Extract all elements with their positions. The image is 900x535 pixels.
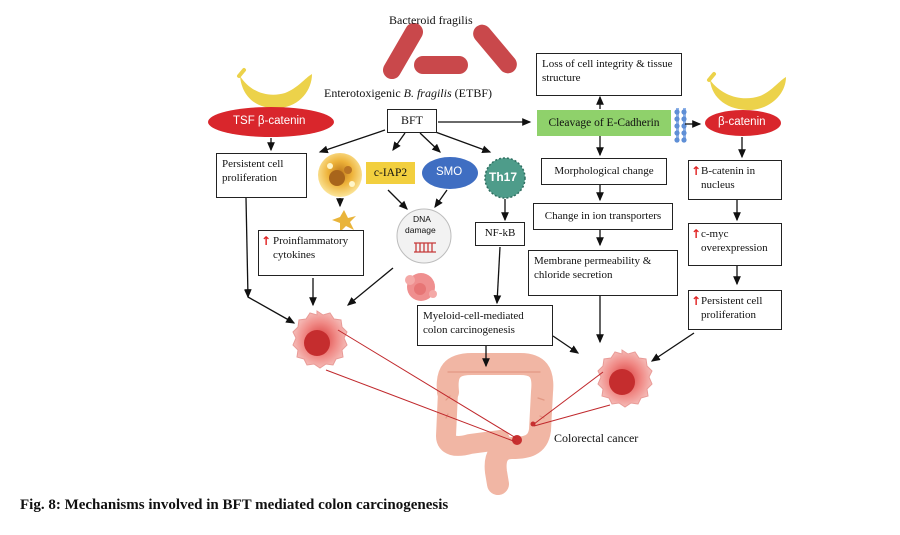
th17-cell-icon [484,157,526,199]
bcatenin-nucleus-box: ↑ B-catenin in nucleus [688,160,782,200]
ion-transport-box: Change in ion transporters [533,203,673,230]
th17-label: Th17 [489,170,518,184]
tumor-cell-right-icon [597,349,653,408]
bacteria-icon [383,22,517,80]
banana-bacterium-left-icon [237,68,312,109]
bacteroid-title: Bacteroid fragilis [389,13,473,27]
colon-tumor-spot-2-icon [530,421,536,427]
bcatenin-nucleus-text: B-catenin in nucleus [701,165,756,191]
colon-icon [436,353,554,495]
persistent-proliferation-left-box: Persistent cell proliferation [216,153,307,198]
smo-oval [422,157,478,189]
dna-damage-cell-icon [396,208,452,264]
up-arrow-icon: ↑ [691,227,702,241]
etbf-label: Enterotoxigenic B. fragilis (ETBF) [324,86,492,101]
persistent-right-text: Persistent cell proliferation [701,295,763,321]
proinflammatory-text: Proinflammatory cytokines [273,235,349,261]
etbf-prefix: Enterotoxigenic [324,86,404,100]
myeloid-box: Myeloid-cell-mediated colon carcinogenes… [417,305,553,346]
dna-label-2: damage [405,225,436,235]
colorectal-cancer-label: Colorectal cancer [554,431,639,445]
cmyc-text: c-myc overexpression [701,228,768,254]
bft-box: BFT [387,109,437,133]
tumor-cell-left-icon [292,310,348,369]
cytokine-burst-icon [332,210,356,232]
tsf-beta-catenin-label: TSF β-catenin [233,115,306,127]
flow-arrows [243,95,746,368]
nfkb-box: NF-kB [475,222,525,246]
etbf-suffix: (ETBF) [451,86,492,100]
up-arrow-icon: ↑ [691,294,702,308]
proinflammatory-box: ↑ Proinflammatory cytokines [258,230,364,276]
loss-integrity-box: Loss of cell integrity & tissue structur… [536,53,682,96]
cmyc-box: ↑ c-myc overexpression [688,223,782,266]
apoptotic-cell-icon [405,273,437,301]
up-arrow-icon: ↑ [691,164,702,178]
beta-catenin-oval [705,110,781,136]
e-cadherin-chain-icon [674,108,687,143]
immune-cell-icon [318,153,362,197]
etbf-italic: B. fragilis [403,86,452,100]
tsf-beta-catenin-oval [208,107,334,137]
ecadherin-box: Cleavage of E-Cadherin [537,110,671,136]
dna-label-1: DNA [413,214,431,224]
beta-catenin-label: β-catenin [718,116,766,128]
ciap2-box: c-IAP2 [366,162,415,184]
morph-change-box: Morphological change [541,158,667,185]
membrane-box: Membrane permeability & chloride secreti… [528,250,678,296]
persistent-proliferation-right-box: ↑ Persistent cell proliferation [688,290,782,330]
smo-label: SMO [436,166,463,178]
up-arrow-icon: ↑ [261,234,272,248]
banana-bacterium-right-icon [707,72,786,111]
figure-caption: Fig. 8: Mechanisms involved in BFT media… [20,497,449,513]
tumor-link-lines [325,329,611,443]
